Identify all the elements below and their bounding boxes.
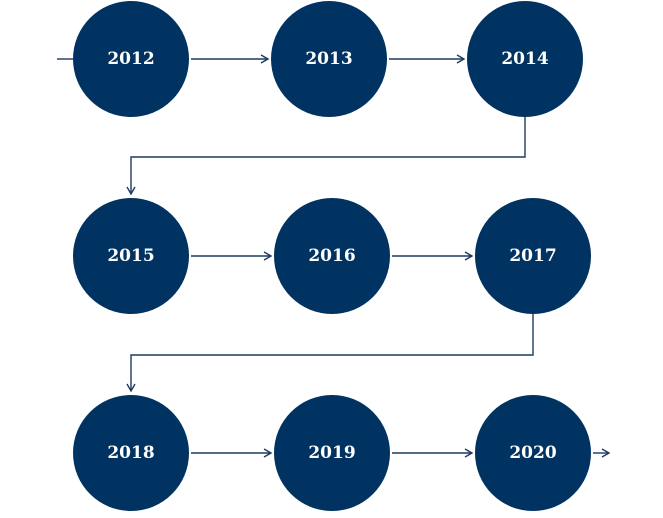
year-node-label: 2013 <box>305 49 352 69</box>
year-node-circle <box>274 395 390 511</box>
year-node-2018: 2018 <box>73 395 189 511</box>
year-node-label: 2018 <box>107 443 154 463</box>
year-node-2015: 2015 <box>73 198 189 314</box>
year-node-circle <box>467 1 583 117</box>
year-node-2013: 2013 <box>271 1 387 117</box>
year-node-label: 2014 <box>501 49 548 69</box>
year-node-circle <box>73 1 189 117</box>
year-node-label: 2017 <box>509 246 556 266</box>
year-node-2014: 2014 <box>467 1 583 117</box>
year-node-label: 2015 <box>107 246 154 266</box>
year-node-2019: 2019 <box>274 395 390 511</box>
year-node-circle <box>73 198 189 314</box>
year-node-label: 2019 <box>308 443 355 463</box>
connector-row2-to-row3 <box>126 314 534 393</box>
year-node-2017: 2017 <box>475 198 591 314</box>
year-node-2020: 2020 <box>475 395 591 511</box>
year-node-circle <box>475 198 591 314</box>
connector-row1-to-row2 <box>126 117 526 196</box>
year-node-label: 2012 <box>107 49 154 69</box>
year-node-circle <box>274 198 390 314</box>
year-node-label: 2020 <box>509 443 556 463</box>
year-node-circle <box>271 1 387 117</box>
year-node-label: 2016 <box>308 246 355 266</box>
year-node-2012: 2012 <box>73 1 189 117</box>
year-node-circle <box>475 395 591 511</box>
year-node-2016: 2016 <box>274 198 390 314</box>
year-node-circle <box>73 395 189 511</box>
